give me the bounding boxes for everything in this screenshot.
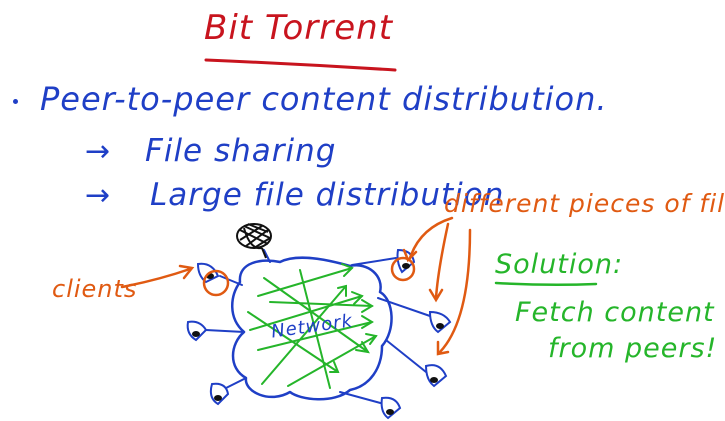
- arrow-icon: [408, 216, 454, 260]
- sub-point-large-file: Large file distribution: [150, 177, 505, 213]
- arrow-icon: →: [85, 134, 112, 169]
- green-arrowheads: [329, 263, 378, 373]
- green-arrow: [257, 321, 373, 351]
- green-arrow: [269, 301, 373, 307]
- arrow-icon: →: [85, 178, 112, 213]
- solution-line-1: Fetch content: [515, 297, 715, 328]
- bullet-text: Peer-to-peer content distribution.: [40, 80, 608, 118]
- clients-label: clients: [52, 275, 138, 303]
- basketball-net-icon: [236, 223, 272, 259]
- green-arrow: [249, 295, 363, 331]
- client-node-icon: [209, 382, 230, 406]
- circle-highlight-icon: [202, 269, 230, 297]
- solution-line-2: from peers!: [548, 333, 718, 364]
- green-arrow: [299, 269, 331, 389]
- sub-point-file-sharing: File sharing: [145, 133, 337, 169]
- arrow-icon: [120, 267, 192, 289]
- green-arrow: [287, 335, 377, 387]
- network-cloud: [231, 256, 393, 401]
- title-underline: [204, 58, 397, 72]
- client-node-fills: [192, 263, 444, 415]
- arrow-icon: [434, 222, 450, 300]
- pieces-label: different pieces of file: [444, 189, 725, 218]
- client-links: [205, 249, 431, 405]
- client-node-icon: [424, 364, 448, 388]
- green-arrow: [263, 277, 369, 353]
- client-node-icon: [428, 310, 452, 334]
- client-node-icon: [186, 320, 208, 342]
- green-arrow: [257, 267, 353, 297]
- client-node-icon: [380, 396, 402, 420]
- circle-highlight-icon: [390, 256, 416, 282]
- solution-heading: Solution:: [495, 249, 624, 280]
- green-arrows: [247, 267, 377, 389]
- bullet-dot: [13, 99, 18, 104]
- orange-annotations: [120, 216, 472, 356]
- arrow-icon: [438, 228, 472, 354]
- solution-underline: [494, 281, 598, 287]
- green-arrow: [261, 285, 347, 385]
- page-title: Bit Torrent: [204, 8, 394, 48]
